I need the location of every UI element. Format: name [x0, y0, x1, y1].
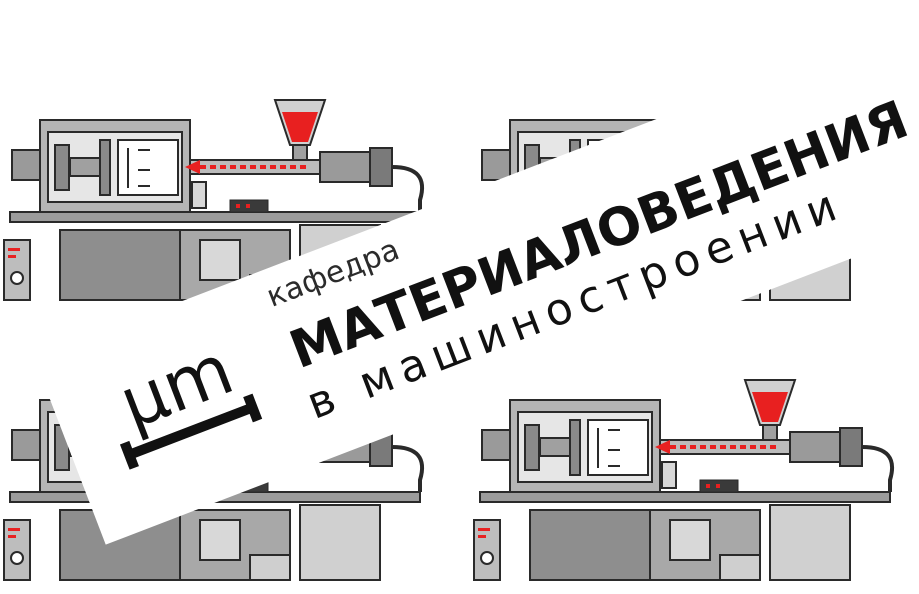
logo-unit-text: μm	[109, 328, 244, 445]
ruler-bracket-icon	[119, 393, 263, 470]
department-logo: μm	[74, 300, 286, 501]
injection-machine-4	[470, 370, 910, 589]
